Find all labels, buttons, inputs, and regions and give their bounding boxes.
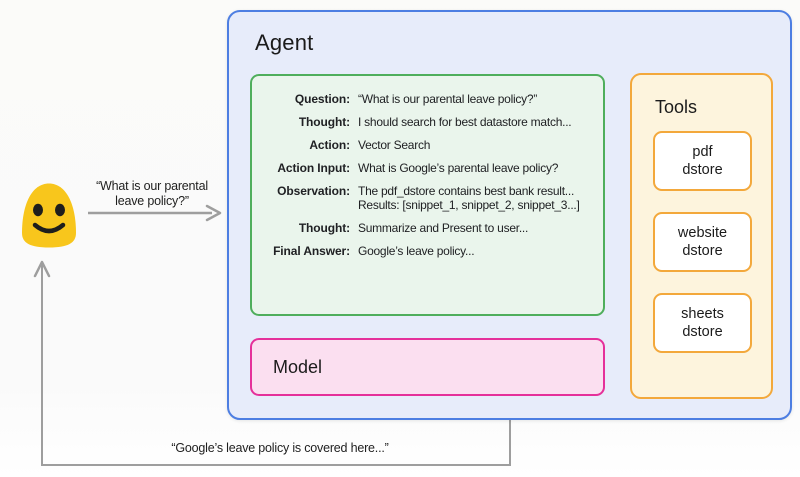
user-smiley-emoji [13,179,85,249]
smiley-face-icon [22,183,76,248]
request-label-line2: leave policy?” [115,194,189,208]
scratchpad-row-action: Action: Vector Search [252,138,595,152]
agent-response-label: “Google’s leave policy is covered here..… [171,441,389,455]
scratchpad-row-action-input: Action Input: What is Google’s parental … [252,161,595,175]
tool-website-dstore: website dstore [653,212,752,272]
tools-title: Tools [655,97,698,117]
tools-container: Tools pdf dstore website dstore sheets d… [630,73,773,399]
scratchpad-value: What is Google’s parental leave policy? [358,161,559,175]
scratchpad-label: Question: [294,92,350,106]
tool-label-line2: dstore [682,324,723,340]
tool-sheets-dstore: sheets dstore [653,293,752,353]
tool-label-line1: pdf [692,144,713,160]
response-arrowhead-icon [33,260,51,278]
user-request-label: “What is our parental leave policy?” [78,179,226,209]
agent-container: Agent Question: “What is our parental le… [227,10,792,420]
scratchpad-label: Thought: [298,221,350,235]
scratchpad-row-final-answer: Final Answer: Google’s leave policy... [252,244,595,258]
tool-label-line2: dstore [682,162,723,178]
scratchpad-row-thought-1: Thought: I should search for best datast… [252,115,595,129]
scratchpad-label: Action Input: [277,161,350,175]
scratchpad-label: Observation: [277,184,350,198]
tool-label-line1: website [677,225,728,241]
scratchpad-value: Google’s leave policy... [358,244,475,258]
scratchpad-value: “What is our parental leave policy?” [358,92,538,106]
scratchpad-label: Final Answer: [273,244,350,258]
model-title: Model [273,356,323,377]
model-box: Model [250,338,605,396]
scratchpad-value: I should search for best datastore match… [358,115,572,129]
scratchpad-row-observation: Observation: The pdf_dstore contains bes… [252,184,595,212]
scratchpad-label: Action: [309,138,350,152]
observation-line2: Results: [snippet_1, snippet_2, snippet_… [358,198,580,212]
scratchpad-value: The pdf_dstore contains best bank result… [358,184,595,212]
observation-line1: The pdf_dstore contains best bank result… [358,184,575,198]
scratchpad-row-question: Question: “What is our parental leave po… [252,92,595,106]
agent-scratchpad: Question: “What is our parental leave po… [250,74,605,316]
tool-label-line2: dstore [682,243,723,259]
request-label-line1: “What is our parental [96,179,208,193]
scratchpad-row-thought-2: Thought: Summarize and Present to user..… [252,221,595,235]
tool-label-line1: sheets [681,306,724,322]
agent-title: Agent [255,30,314,55]
scratchpad-value: Summarize and Present to user... [358,221,529,235]
scratchpad-label: Thought: [298,115,350,129]
scratchpad-value: Vector Search [358,138,431,152]
tool-pdf-dstore: pdf dstore [653,131,752,191]
